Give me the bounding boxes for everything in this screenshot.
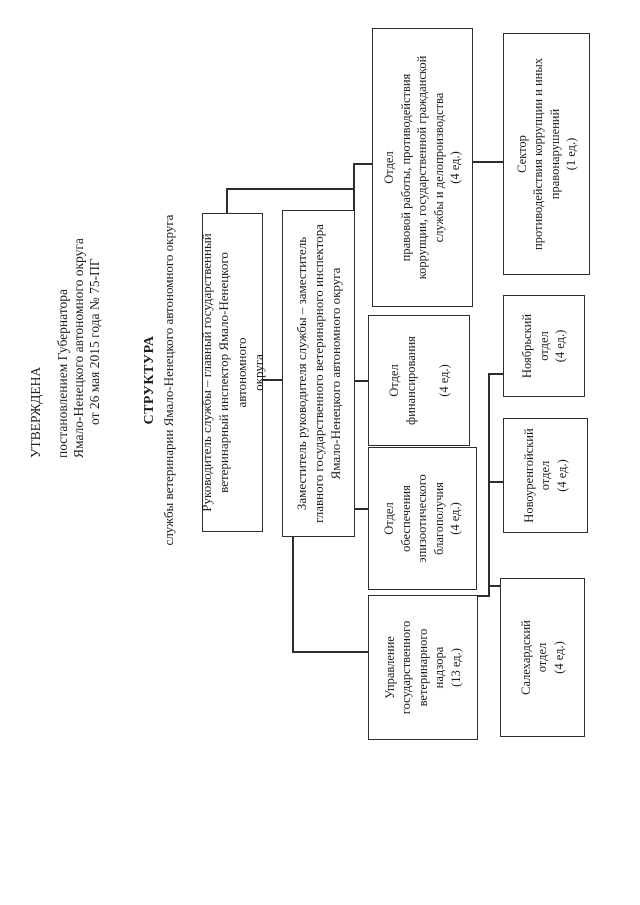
connector-right-trunk [226, 188, 355, 190]
node-novy-urengoy-dept: Новоуренгойский отдел (4 ед.) [503, 418, 588, 533]
node-finance-dept: Отдел финансирования (4 ед.) [368, 315, 470, 446]
connector-to-novy-urengoy [488, 481, 504, 483]
connector-bottom-trunk [488, 373, 490, 597]
approval-line-date-number: от 26 мая 2015 года № 75-ПГ [87, 258, 102, 425]
connector-deputy-right-stub [353, 163, 355, 210]
connector-head-to-deputy [263, 379, 282, 381]
node-epizootic-welfare-dept: Отдел обеспечения эпизоотического благоп… [368, 447, 477, 590]
connector-to-legal-dept [353, 163, 373, 165]
connector-legal-to-sector [473, 161, 504, 163]
connector-to-finance [355, 380, 369, 382]
node-head-of-service: Руководитель службы – главный государств… [199, 213, 266, 532]
connector-to-supervision [292, 651, 369, 653]
chart-title-block: СТРУКТУРА службы ветеринарии Ямало-Ненец… [142, 210, 177, 550]
connector-to-noyabrsk [488, 373, 504, 375]
approval-line-approved: УТВЕРЖДЕНА [28, 366, 43, 458]
node-veterinary-supervision-directorate: Управление государственного ветеринарног… [368, 595, 478, 740]
page-subtitle: службы ветеринарии Ямало-Ненецкого автон… [161, 214, 176, 546]
approval-line-okrug: Ямало-Ненецкого автономного округа [71, 238, 86, 458]
connector-deputy-left-horizontal [292, 536, 294, 653]
approval-line-resolution: постановлением Губернатора [55, 289, 70, 458]
node-salekhard-dept: Салехардский отдел (4 ед.) [500, 578, 585, 737]
node-deputy-head: Заместитель руководителя службы – замест… [282, 210, 355, 537]
approval-stamp: УТВЕРЖДЕНА постановлением Губернатора Ям… [28, 158, 103, 458]
node-legal-anticorruption-dept: Отдел правовой работы, противодействия к… [372, 28, 473, 307]
node-anticorruption-sector: Сектор противодействия коррупции и иных … [503, 33, 590, 275]
connector-to-salekhard [488, 585, 501, 587]
connector-to-epizootic [355, 508, 369, 510]
node-noyabrsk-dept: Ноябрьский отдел (4 ед.) [503, 295, 585, 397]
connector-head-right-stub [226, 188, 228, 213]
page-title: СТРУКТУРА [142, 335, 157, 425]
